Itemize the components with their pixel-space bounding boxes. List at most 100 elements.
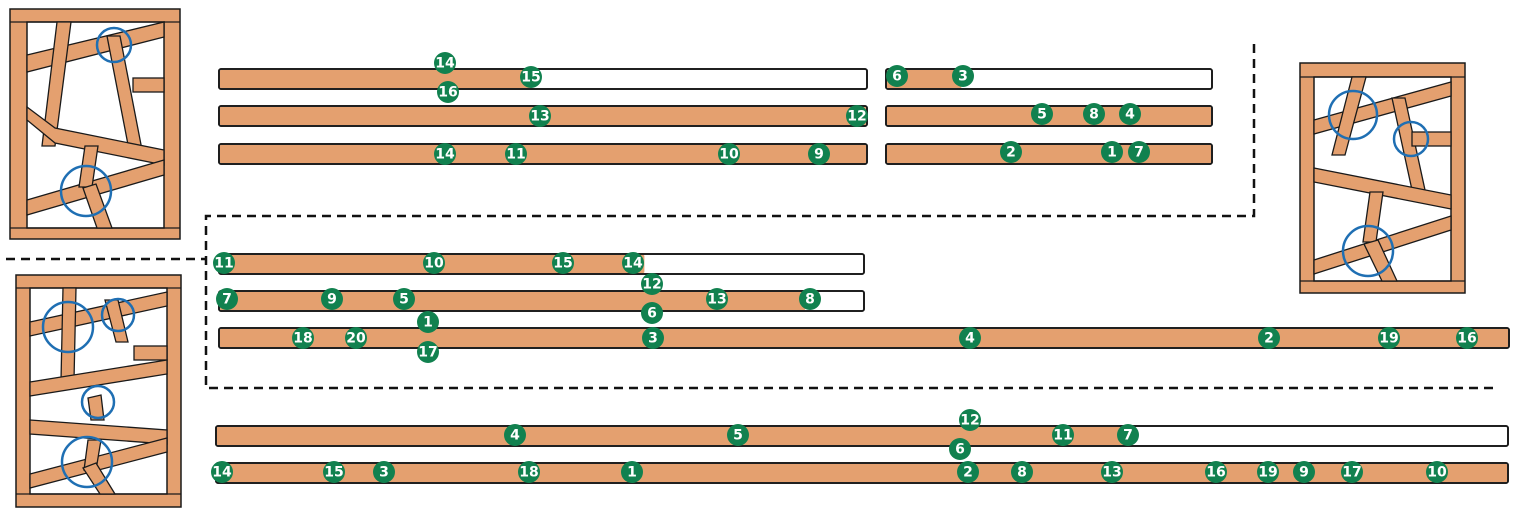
board-used-portion xyxy=(220,145,866,163)
part-marker-circle xyxy=(520,66,542,88)
part-marker-label: 13 xyxy=(1102,465,1121,481)
part-marker-label: 12 xyxy=(642,277,661,293)
part-marker-label: 13 xyxy=(530,109,549,125)
part-marker-label: 12 xyxy=(847,109,866,125)
part-marker-label: 15 xyxy=(553,256,572,272)
part-marker: 4 xyxy=(959,327,981,349)
part-marker-circle xyxy=(1205,461,1227,483)
part-marker-circle xyxy=(216,288,238,310)
part-marker-circle xyxy=(1119,103,1141,125)
part-marker-label: 14 xyxy=(212,465,232,481)
part-marker: 8 xyxy=(1083,103,1105,125)
part-marker: 17 xyxy=(417,341,439,363)
part-marker: 14 xyxy=(434,52,456,74)
board-used-portion xyxy=(217,464,1507,482)
joint-highlight-circle xyxy=(59,164,113,218)
part-marker-circle xyxy=(808,143,830,165)
part-marker-circle xyxy=(846,105,868,127)
board: 7 9 5 12 6 13 8 xyxy=(216,273,865,324)
group-dividers xyxy=(6,44,1496,390)
part-marker-label: 7 xyxy=(222,292,232,308)
joint-highlight-circle xyxy=(1392,120,1430,158)
part-marker-circle xyxy=(417,311,439,333)
part-marker-circle xyxy=(423,252,445,274)
part-marker-circle xyxy=(642,327,664,349)
part-marker: 3 xyxy=(952,65,974,87)
board: 5 8 4 xyxy=(885,103,1213,127)
part-marker-circle xyxy=(323,461,345,483)
part-marker: 13 xyxy=(706,288,728,310)
part-marker: 7 xyxy=(1128,141,1150,163)
part-marker-circle xyxy=(505,143,527,165)
part-marker: 8 xyxy=(799,288,821,310)
part-marker-label: 9 xyxy=(814,147,824,163)
part-marker-label: 6 xyxy=(892,69,902,85)
part-marker: 1 xyxy=(1101,141,1123,163)
part-marker-circle xyxy=(345,327,367,349)
part-marker-label: 8 xyxy=(1017,465,1027,481)
part-marker-circle xyxy=(1293,461,1315,483)
part-marker-circle xyxy=(552,252,574,274)
part-marker-label: 1 xyxy=(1107,145,1117,161)
part-marker: 6 xyxy=(641,302,663,324)
part-marker-label: 2 xyxy=(1264,331,1274,347)
part-marker: 15 xyxy=(323,461,345,483)
part-marker: 18 xyxy=(292,327,314,349)
part-marker-circle xyxy=(952,65,974,87)
part-marker-circle xyxy=(437,81,459,103)
joint-highlight-circle xyxy=(1327,89,1379,141)
part-marker: 13 xyxy=(529,105,551,127)
part-marker-label: 10 xyxy=(1427,465,1447,481)
part-marker-label: 7 xyxy=(1134,145,1144,161)
part-marker-circle xyxy=(292,327,314,349)
part-marker: 9 xyxy=(1293,461,1315,483)
part-marker-label: 13 xyxy=(707,292,726,308)
part-marker-label: 4 xyxy=(1125,107,1135,123)
joint-highlight-circle xyxy=(100,297,136,333)
part-marker-label: 16 xyxy=(1206,465,1225,481)
part-marker: 10 xyxy=(718,143,740,165)
part-marker: 5 xyxy=(393,288,415,310)
part-marker-label: 18 xyxy=(293,331,312,347)
part-marker-label: 12 xyxy=(960,413,979,429)
frame-top-left xyxy=(9,8,181,240)
part-marker-label: 8 xyxy=(805,292,815,308)
part-marker-circle xyxy=(1011,461,1033,483)
part-marker: 2 xyxy=(1258,327,1280,349)
board-border xyxy=(885,68,1213,90)
part-marker-circle xyxy=(621,461,643,483)
board-border xyxy=(885,143,1213,165)
board-used-portion xyxy=(887,145,1211,163)
part-marker-circle xyxy=(1101,141,1123,163)
part-marker-circle xyxy=(1101,461,1123,483)
board-used-portion xyxy=(220,329,1508,347)
part-marker-circle xyxy=(321,288,343,310)
part-marker-label: 3 xyxy=(379,465,389,481)
board-border xyxy=(215,425,1509,447)
part-marker-circle xyxy=(622,252,644,274)
part-marker-label: 9 xyxy=(327,292,337,308)
part-marker: 6 xyxy=(949,438,971,460)
part-marker: 4 xyxy=(504,424,526,446)
part-marker-label: 19 xyxy=(1379,331,1398,347)
frame-bottom-left xyxy=(15,274,182,508)
part-marker-circle xyxy=(718,143,740,165)
divider-group-1-2 xyxy=(204,44,1496,390)
part-marker-label: 14 xyxy=(435,147,455,163)
part-marker-circle xyxy=(641,302,663,324)
part-marker-label: 19 xyxy=(1258,465,1277,481)
part-marker: 2 xyxy=(957,461,979,483)
part-marker: 1 xyxy=(621,461,643,483)
part-marker: 14 xyxy=(434,143,456,165)
part-marker: 3 xyxy=(373,461,395,483)
part-marker-label: 5 xyxy=(1037,107,1047,123)
part-marker: 4 xyxy=(1119,103,1141,125)
